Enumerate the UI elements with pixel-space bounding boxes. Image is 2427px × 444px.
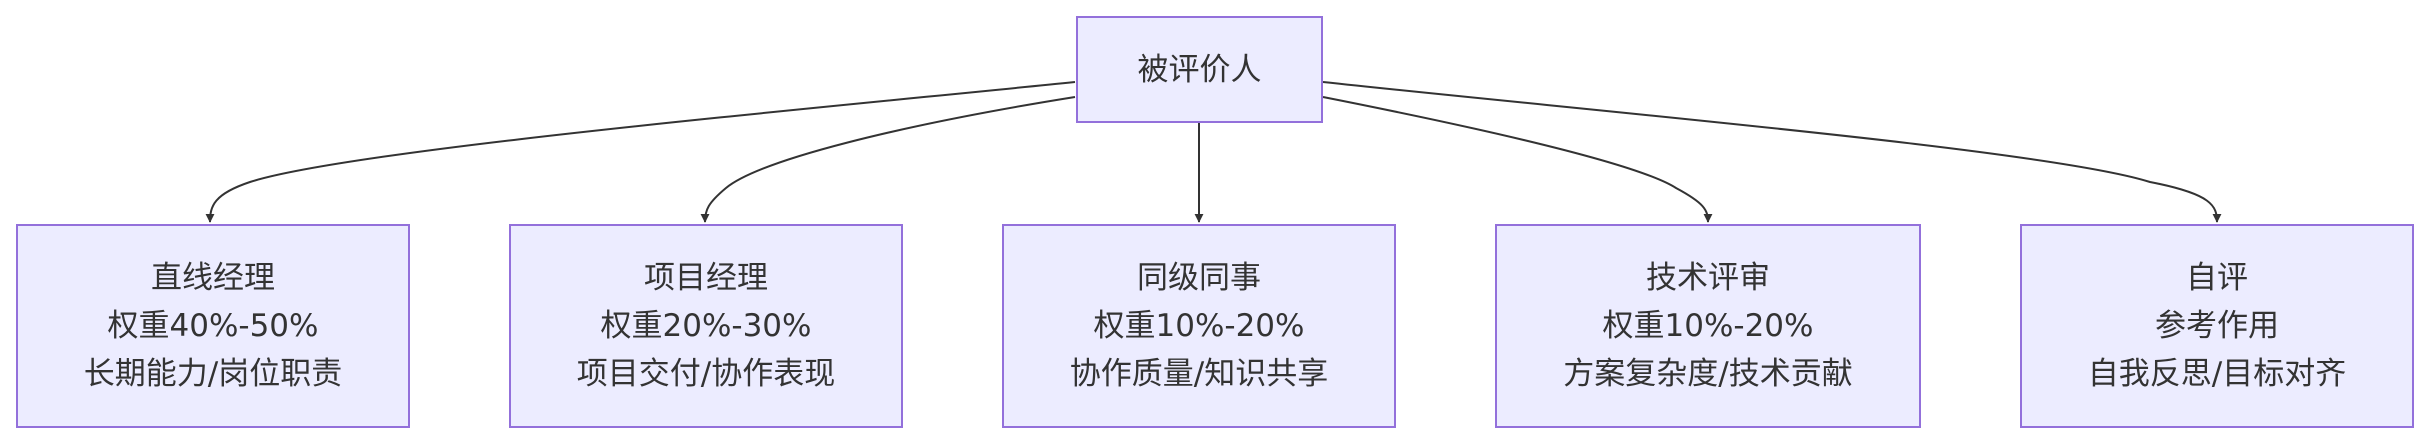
node-tech-review-title: 技术评审 [1646, 260, 1770, 296]
node-tech-review-focus: 方案复杂度/技术贡献 [1563, 356, 1853, 392]
node-peer-weight: 权重10%-20% [1093, 308, 1305, 344]
node-line-manager-focus: 长期能力/岗位职责 [83, 356, 343, 392]
node-peer: 同级同事 权重10%-20% 协作质量/知识共享 [1002, 224, 1396, 428]
node-line-manager-title: 直线经理 [151, 260, 275, 296]
node-self-review-title: 自评 [2186, 260, 2248, 296]
root-node-label: 被评价人 [1137, 51, 1262, 88]
node-line-manager-weight: 权重40%-50% [107, 308, 319, 344]
node-self-review-focus: 自我反思/目标对齐 [2087, 356, 2347, 392]
node-peer-title: 同级同事 [1137, 260, 1261, 296]
edge-root-to-tech-review [1322, 96, 1713, 223]
node-self-review-role: 参考作用 [2155, 308, 2279, 344]
node-project-manager-weight: 权重20%-30% [600, 308, 812, 344]
edge-root-to-project-manager [700, 96, 1076, 223]
node-project-manager: 项目经理 权重20%-30% 项目交付/协作表现 [509, 224, 903, 428]
node-tech-review: 技术评审 权重10%-20% 方案复杂度/技术贡献 [1495, 224, 1921, 428]
node-peer-focus: 协作质量/知识共享 [1069, 356, 1329, 392]
node-line-manager: 直线经理 权重40%-50% 长期能力/岗位职责 [16, 224, 410, 428]
edge-root-to-self-review [1322, 81, 2222, 223]
root-node: 被评价人 [1076, 16, 1323, 123]
edge-root-to-line-manager [205, 81, 1076, 223]
node-project-manager-title: 项目经理 [644, 260, 768, 296]
node-project-manager-focus: 项目交付/协作表现 [576, 356, 836, 392]
node-tech-review-weight: 权重10%-20% [1602, 308, 1814, 344]
node-self-review: 自评 参考作用 自我反思/目标对齐 [2020, 224, 2414, 428]
